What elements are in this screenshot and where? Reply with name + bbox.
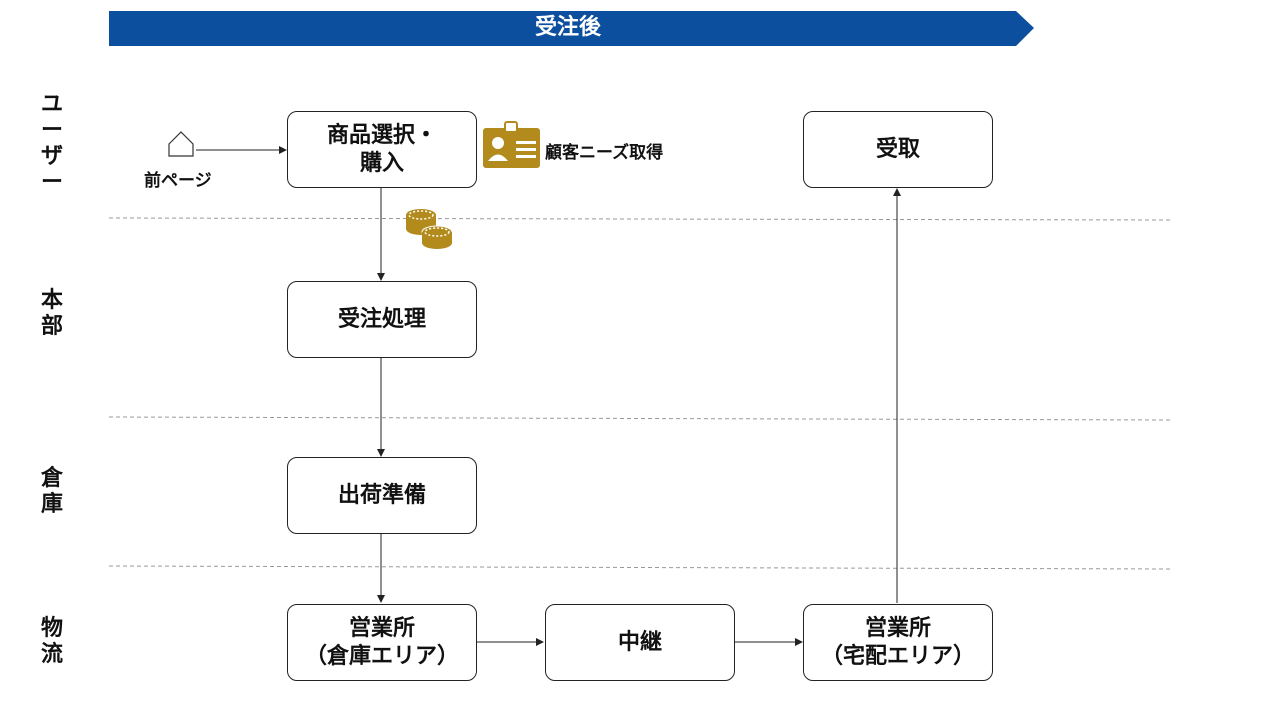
lane-label-logistics: 物 流 (40, 616, 63, 667)
prev-page-label: 前ページ (144, 171, 212, 191)
header-title: 受注後 (534, 15, 601, 40)
node-shipping-prep: 出荷準備 (287, 457, 477, 534)
node-office-delivery: 営業所 （宅配エリア） (803, 604, 993, 681)
lane-label-hq: 本 部 (40, 288, 63, 339)
node-office-warehouse: 営業所 （倉庫エリア） (287, 604, 477, 681)
lane-divider (108, 416, 1171, 421)
lane-divider (108, 217, 1171, 221)
node-relay: 中継 (545, 604, 735, 681)
lane-label-user: ユ ー ザ ー (40, 92, 63, 195)
id-card-icon (483, 121, 540, 168)
node-order-processing: 受注処理 (287, 281, 477, 358)
lane-divider (108, 565, 1171, 570)
home-outline-icon (168, 131, 194, 157)
lane-label-warehouse: 倉 庫 (40, 466, 63, 517)
customer-needs-label: 顧客ニーズ取得 (545, 143, 664, 163)
coins-icon (406, 209, 453, 249)
node-select-purchase: 商品選択・ 購入 (287, 111, 477, 188)
header-banner (109, 11, 1034, 46)
node-receive: 受取 (803, 111, 993, 188)
